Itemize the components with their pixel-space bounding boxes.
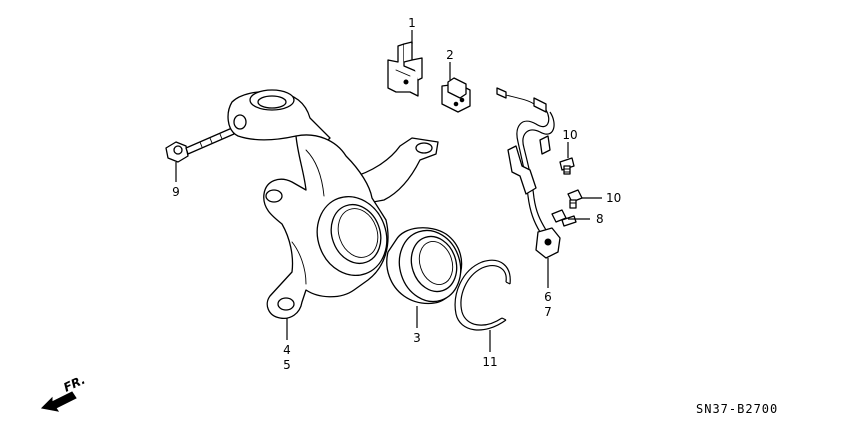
wheel-sensor-part-6-7 xyxy=(496,87,561,259)
callout-10-lower: 10 xyxy=(606,191,621,205)
callout-labels: 1 2 10 10 8 6 7 9 4 5 3 11 xyxy=(172,16,621,372)
wheel-bearing-part-3 xyxy=(386,227,463,305)
callout-3: 3 xyxy=(413,331,421,345)
callout-4: 4 xyxy=(283,343,291,357)
callout-1: 1 xyxy=(408,16,416,30)
bracket-part-1 xyxy=(387,41,423,97)
callout-2: 2 xyxy=(446,48,454,62)
front-direction-indicator: FR. xyxy=(40,373,87,412)
callout-10-upper: 10 xyxy=(562,128,577,142)
callout-5: 5 xyxy=(283,358,291,372)
snap-ring-part-11 xyxy=(454,259,511,331)
callout-8: 8 xyxy=(596,212,604,226)
steering-knuckle-part-4-5 xyxy=(227,89,439,320)
bolt-part-8 xyxy=(551,209,577,227)
clip-part-2 xyxy=(441,77,471,113)
diagram-code: SN37-B2700 xyxy=(696,402,778,416)
bolt-part-10-upper xyxy=(559,157,575,175)
callout-9: 9 xyxy=(172,185,180,199)
callout-11: 11 xyxy=(482,355,497,369)
callout-6: 6 xyxy=(544,290,552,304)
bolt-part-9 xyxy=(165,127,235,163)
leader-lines xyxy=(175,30,602,352)
bolt-part-10-lower xyxy=(567,189,583,209)
front-arrow-icon xyxy=(40,391,77,412)
front-direction-label: FR. xyxy=(61,373,87,395)
callout-7: 7 xyxy=(544,305,552,319)
